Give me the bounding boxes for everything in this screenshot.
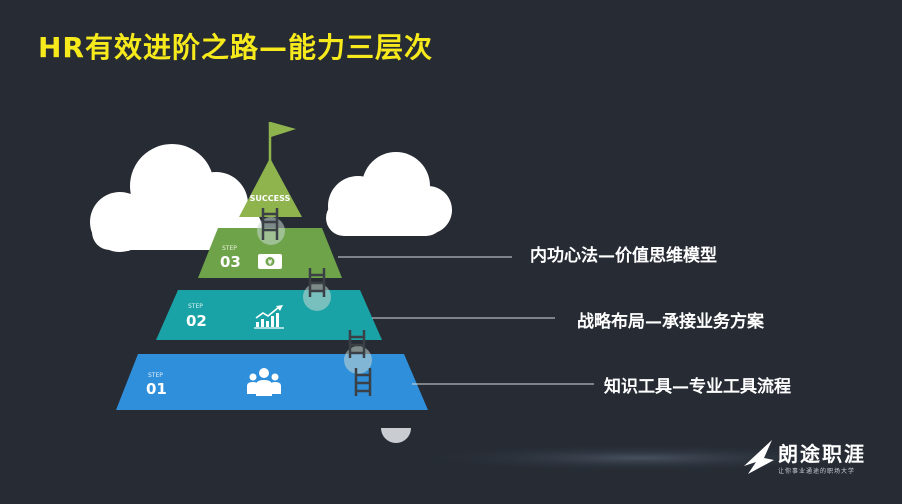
brand-mark-icon bbox=[744, 440, 774, 474]
ladder-icon bbox=[354, 368, 372, 396]
level-1-label: 知识工具—专业工具流程 bbox=[604, 377, 791, 397]
success-badge: SUCCESS bbox=[250, 194, 291, 203]
level-2-label: 战略布局—承接业务方案 bbox=[577, 312, 764, 332]
svg-text:¥: ¥ bbox=[268, 259, 273, 267]
level-3-label: 内功心法—价值思维模型 bbox=[530, 246, 717, 266]
connector-circle bbox=[344, 346, 372, 374]
pyramid-level-3 bbox=[198, 228, 342, 278]
brand-slogan: 让你事业通途的职场大学 bbox=[778, 468, 856, 475]
base-knob bbox=[381, 428, 411, 443]
growth-chart-icon bbox=[254, 305, 284, 329]
ladder-icon bbox=[308, 268, 326, 297]
brand-logo: 朗途职涯 让你事业通途的职场大学 bbox=[742, 436, 882, 482]
step-word: STEP bbox=[188, 303, 203, 310]
connector-circle bbox=[303, 283, 331, 311]
brand-name: 朗途职涯 bbox=[778, 442, 866, 466]
cloud-right bbox=[326, 152, 452, 236]
step-number: 01 bbox=[146, 380, 167, 398]
step-word: STEP bbox=[222, 245, 237, 252]
ladder-icon bbox=[261, 208, 279, 240]
slide-title: HR有效进阶之路—能力三层次 bbox=[38, 31, 433, 64]
step-number: 02 bbox=[186, 312, 207, 330]
step-word: STEP bbox=[148, 372, 163, 379]
summit-flag-icon bbox=[268, 122, 296, 162]
money-icon: ¥ bbox=[258, 254, 282, 269]
pyramid-top bbox=[239, 158, 302, 217]
step-number: 03 bbox=[220, 253, 241, 271]
people-group-icon bbox=[247, 368, 281, 396]
ladder-icon bbox=[348, 330, 366, 358]
